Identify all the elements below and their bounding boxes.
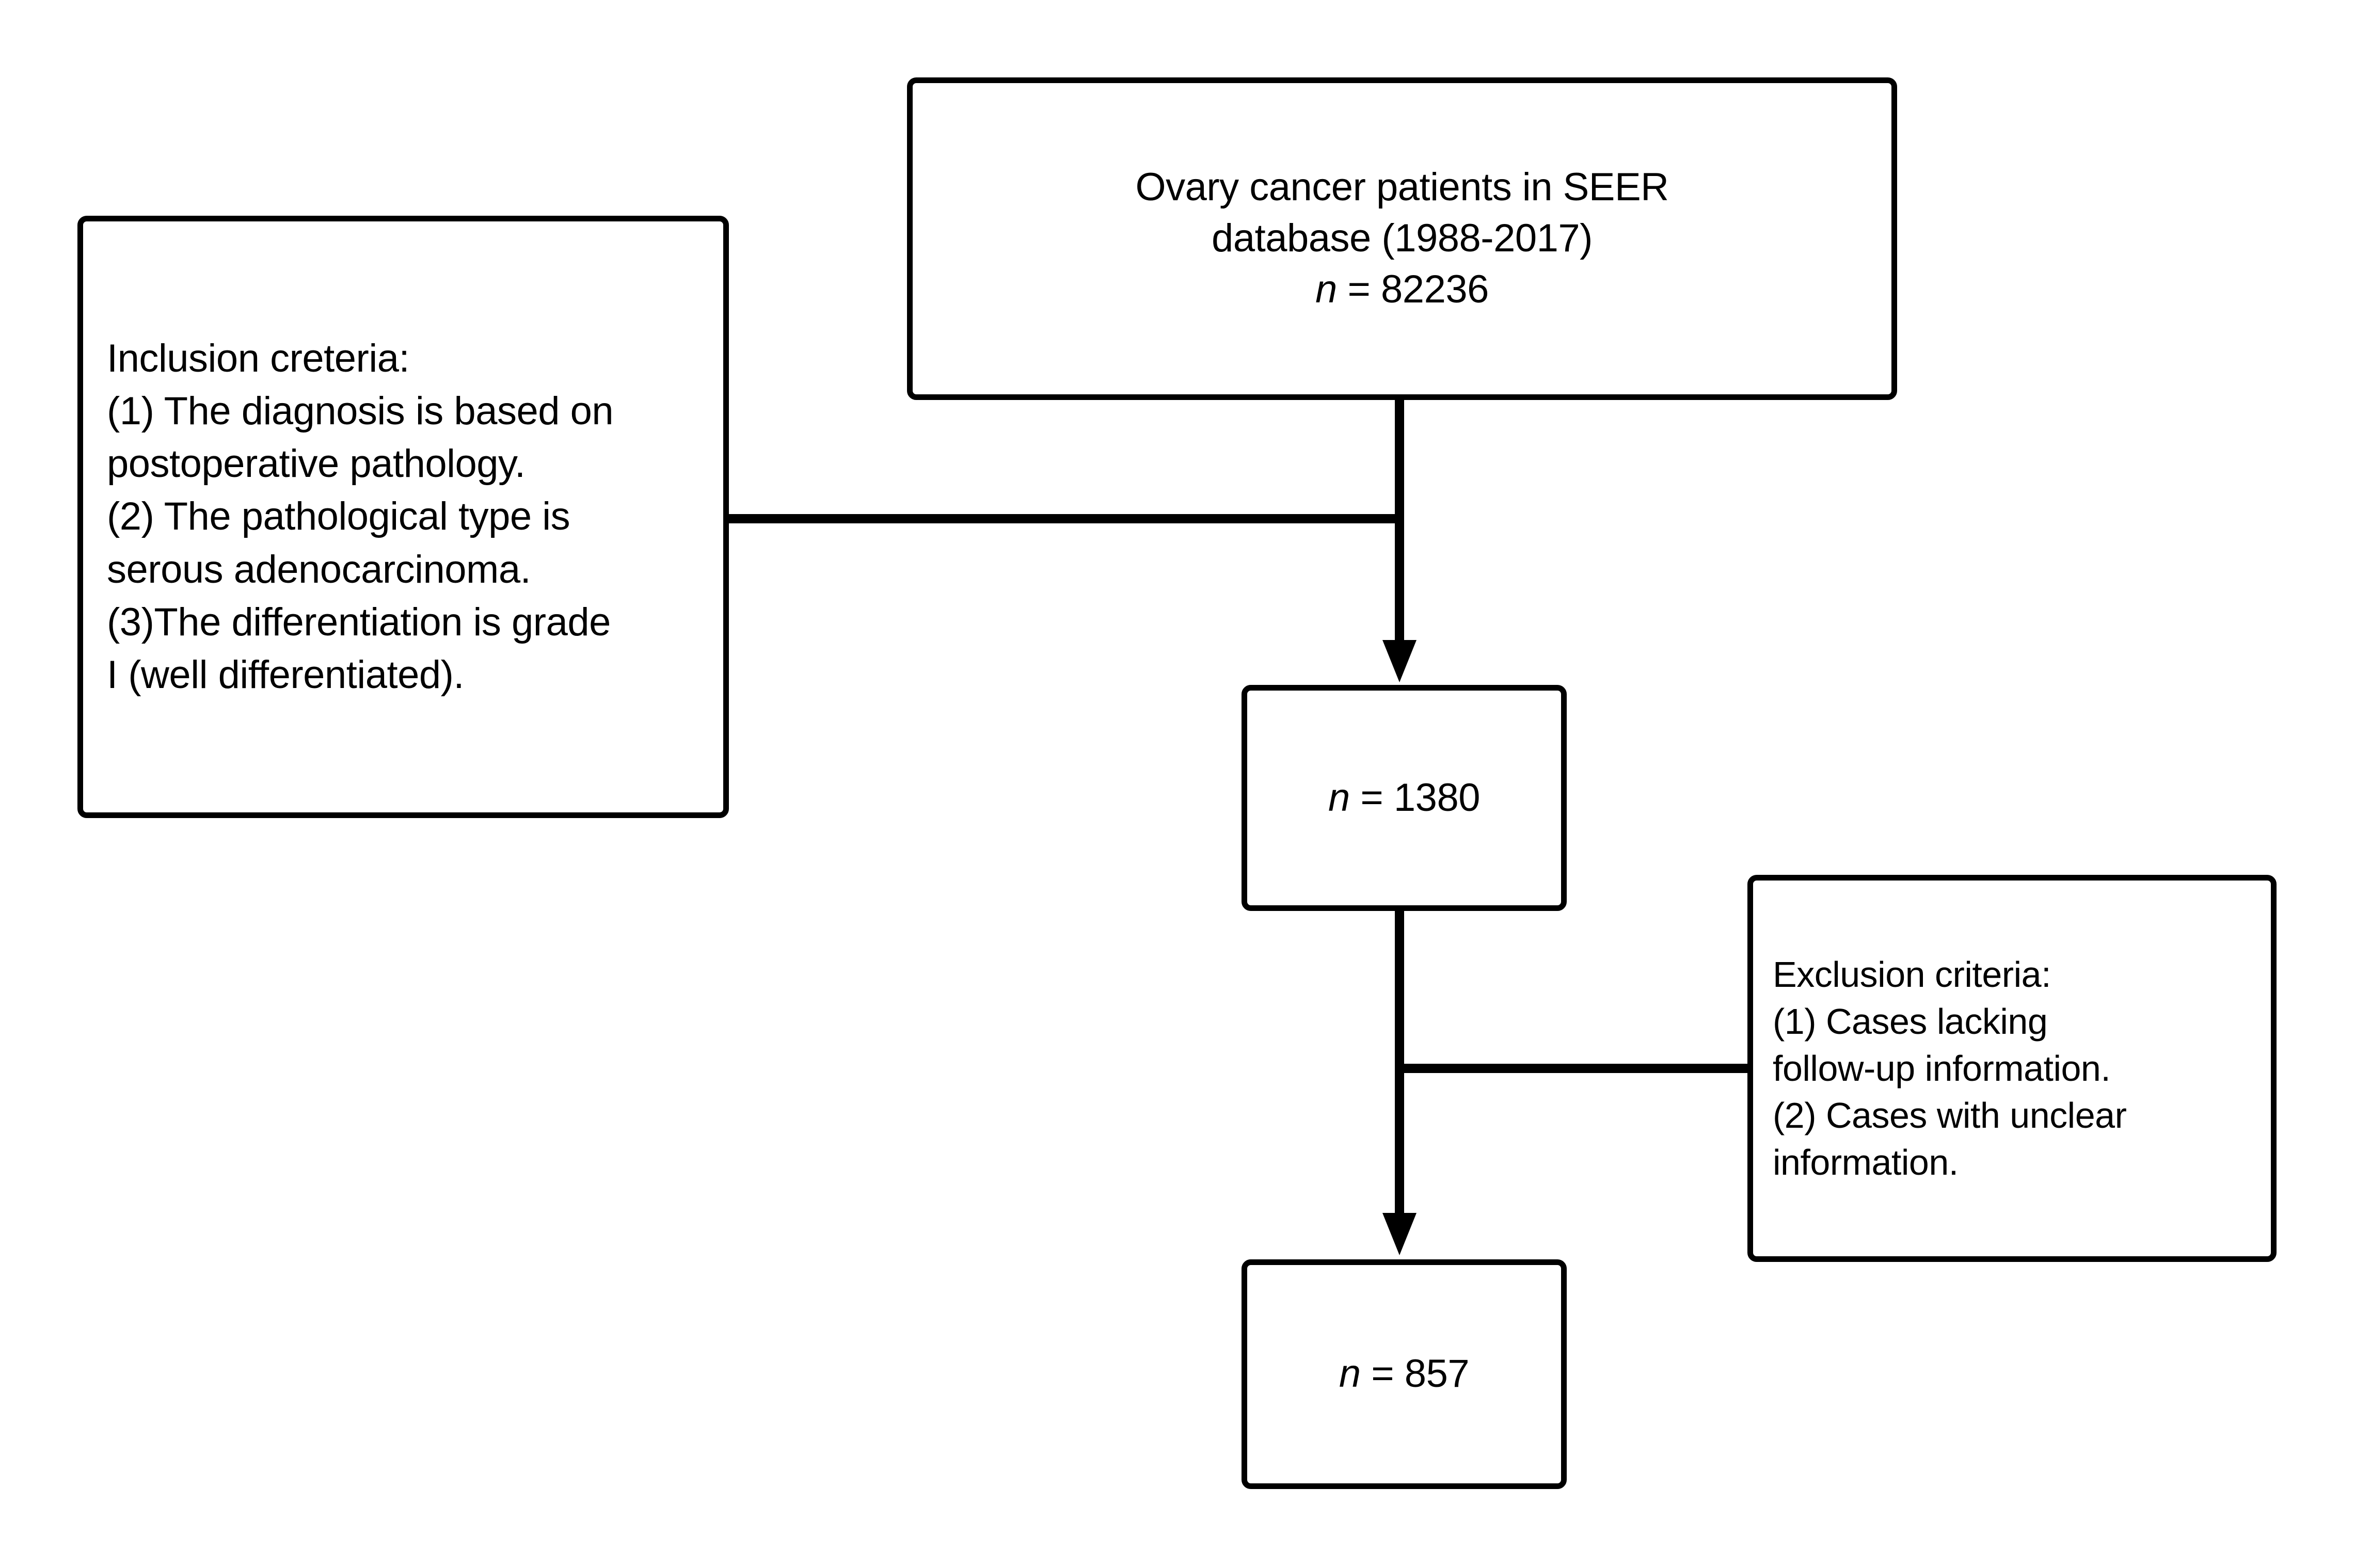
inclusion-criteria-text: Inclusion creteria: (1) The diagnosis is…	[107, 336, 614, 697]
source-cohort-label: Ovary cancer patients in SEER database (…	[1135, 165, 1669, 311]
connector-exclusion-to-stem	[1395, 1064, 1751, 1073]
source-count-symbol: n	[1315, 267, 1337, 311]
connector-source-to-filtered	[1395, 400, 1404, 640]
connector-inclusion-to-stem	[726, 514, 1399, 523]
arrowhead-into-final-icon	[1382, 1213, 1417, 1255]
source-count-equals: =	[1336, 267, 1381, 311]
filtered-count-symbol: n	[1328, 775, 1350, 820]
connector-filtered-to-final	[1395, 911, 1404, 1213]
final-count-equals: =	[1360, 1352, 1405, 1396]
final-count-symbol: n	[1339, 1352, 1361, 1396]
node-inclusion-criteria: Inclusion creteria: (1) The diagnosis is…	[77, 216, 729, 818]
source-count-value: 82236	[1381, 267, 1489, 311]
filtered-count-equals: =	[1349, 775, 1394, 820]
exclusion-criteria-text: Exclusion criteria: (1) Cases lacking fo…	[1773, 954, 2127, 1182]
arrowhead-into-filtered-icon	[1382, 640, 1417, 682]
node-filtered-count: n = 1380	[1242, 685, 1567, 911]
final-count-label: n = 857	[1247, 1349, 1561, 1400]
node-final-count: n = 857	[1242, 1259, 1567, 1489]
final-count-value: 857	[1404, 1352, 1470, 1396]
filtered-count-label: n = 1380	[1247, 773, 1561, 824]
node-source-cohort: Ovary cancer patients in SEER database (…	[907, 77, 1897, 400]
filtered-count-value: 1380	[1393, 775, 1481, 820]
node-exclusion-criteria: Exclusion criteria: (1) Cases lacking fo…	[1747, 875, 2277, 1262]
